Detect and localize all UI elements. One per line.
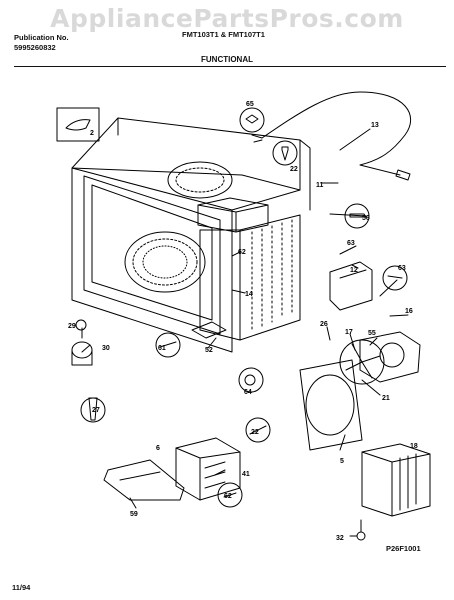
callout-label: 11 [316, 182, 324, 189]
callout-label: 55 [368, 330, 376, 337]
section-title: FUNCTIONAL [201, 55, 253, 64]
callout-label: 14 [245, 291, 253, 298]
callout-label: 12 [350, 267, 358, 274]
callout-label: 2 [90, 130, 94, 137]
callout-label: 21 [382, 395, 390, 402]
callout-label: 62 [238, 249, 246, 256]
publication-block: Publication No. 5995260832 [14, 33, 69, 53]
callout-label: 17 [345, 329, 353, 336]
power-cord [251, 91, 411, 181]
upper-component-box [197, 197, 269, 233]
callout-label: 41 [242, 471, 250, 478]
callout-label: 22 [251, 429, 259, 436]
callout-label: 30 [102, 345, 110, 352]
callout-label: 52 [205, 347, 213, 354]
callout-label: 59 [130, 511, 138, 518]
cabinet-shell [71, 117, 311, 353]
publication-number: 5995260832 [14, 43, 56, 52]
fan-shroud [299, 359, 363, 451]
part-22-callout-circle [272, 140, 298, 166]
callout-label: 22 [290, 166, 298, 173]
callout-label: 26 [320, 321, 328, 328]
part-64-callout-circle [238, 367, 264, 393]
revision-date: 11/94 [12, 583, 31, 592]
part-2-inset-box [56, 107, 100, 142]
callout-label: 27 [92, 407, 100, 414]
callout-label: 18 [410, 443, 418, 450]
part-12-bracket [329, 261, 373, 311]
callout-label: 32 [336, 535, 344, 542]
callout-label: 13 [371, 122, 379, 129]
fan-blade [339, 339, 385, 385]
model-numbers: FMT103T1 & FMT107T1 [182, 30, 265, 39]
callout-label: 5 [340, 458, 344, 465]
callout-label: 64 [244, 389, 252, 396]
part-56-callout-circle [344, 203, 370, 229]
part-65-callout-circle [239, 107, 265, 133]
callout-label: 29 [68, 323, 76, 330]
callout-label: 65 [246, 101, 254, 108]
magnetron [175, 437, 241, 501]
part-22-screw-circle [245, 417, 271, 443]
callout-label: 16 [405, 308, 413, 315]
transformer [361, 443, 431, 517]
callout-labels: 2 65 13 22 11 56 62 14 63 12 63 16 26 17… [68, 101, 418, 542]
header-rule [14, 66, 446, 67]
part-61-callout-circle [155, 332, 181, 358]
callout-label: 63 [398, 265, 406, 272]
watermark: AppliancePartsPros.com [50, 4, 404, 33]
callout-label: 6 [156, 445, 160, 452]
callout-label: 62 [224, 493, 232, 500]
callout-label: 61 [158, 345, 166, 352]
waveguide-bracket [103, 459, 185, 501]
diagram-code: P26F1001 [386, 544, 421, 553]
callout-label: 63 [347, 240, 355, 247]
callout-label: 56 [362, 215, 370, 222]
part-62-callout-circle [217, 482, 243, 508]
part-30-thermostat [71, 341, 93, 366]
fan-motor [359, 331, 421, 383]
publication-label: Publication No. [14, 33, 69, 42]
